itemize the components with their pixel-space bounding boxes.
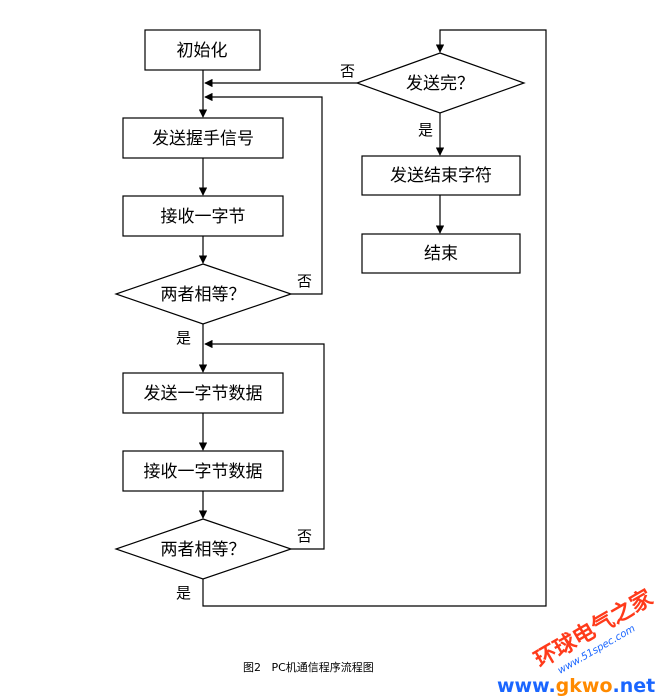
watermark-brand: www.gkwo.net — [497, 675, 655, 697]
svg-text:两者相等？: 两者相等？ — [161, 285, 246, 305]
watermark-cn: 环球电气之家 — [530, 584, 658, 673]
node-send-done: 发送完？ — [355, 52, 526, 114]
node-recv-byte-data: 接收一字节数据 — [122, 450, 284, 492]
node-compare2: 两者相等？ — [114, 518, 293, 580]
node-send-end-char: 发送结束字符 — [361, 155, 521, 196]
label-compare2-no: 否 — [297, 527, 312, 545]
svg-text:结束: 结束 — [424, 244, 458, 264]
svg-text:发送完？: 发送完？ — [406, 74, 474, 94]
node-end: 结束 — [361, 233, 521, 274]
node-recv-byte: 接收一字节 — [122, 195, 284, 237]
svg-text:接收一字节: 接收一字节 — [161, 207, 246, 227]
label-compare1-no: 否 — [297, 272, 312, 290]
node-send-byte-data: 发送一字节数据 — [122, 372, 284, 414]
svg-text:发送结束字符: 发送结束字符 — [390, 166, 492, 186]
label-compare2-yes: 是 — [176, 584, 191, 602]
node-send-handshake: 发送握手信号 — [122, 117, 284, 159]
connectors — [198, 29, 547, 607]
label-send-done-no: 否 — [340, 62, 355, 80]
svg-text:发送一字节数据: 发送一字节数据 — [144, 384, 263, 404]
node-init: 初始化 — [144, 29, 261, 71]
figure-caption: 图2 PC机通信程序流程图 — [243, 660, 374, 674]
watermark: 环球电气之家 www.51spec.com www.gkwo.net — [497, 584, 658, 697]
svg-text:初始化: 初始化 — [177, 41, 228, 61]
node-compare1: 两者相等？ — [114, 263, 293, 325]
label-compare1-yes: 是 — [176, 329, 191, 347]
svg-text:两者相等？: 两者相等？ — [161, 540, 246, 560]
label-send-done-yes: 是 — [418, 121, 433, 139]
svg-text:接收一字节数据: 接收一字节数据 — [144, 462, 263, 482]
svg-text:发送握手信号: 发送握手信号 — [152, 129, 254, 149]
